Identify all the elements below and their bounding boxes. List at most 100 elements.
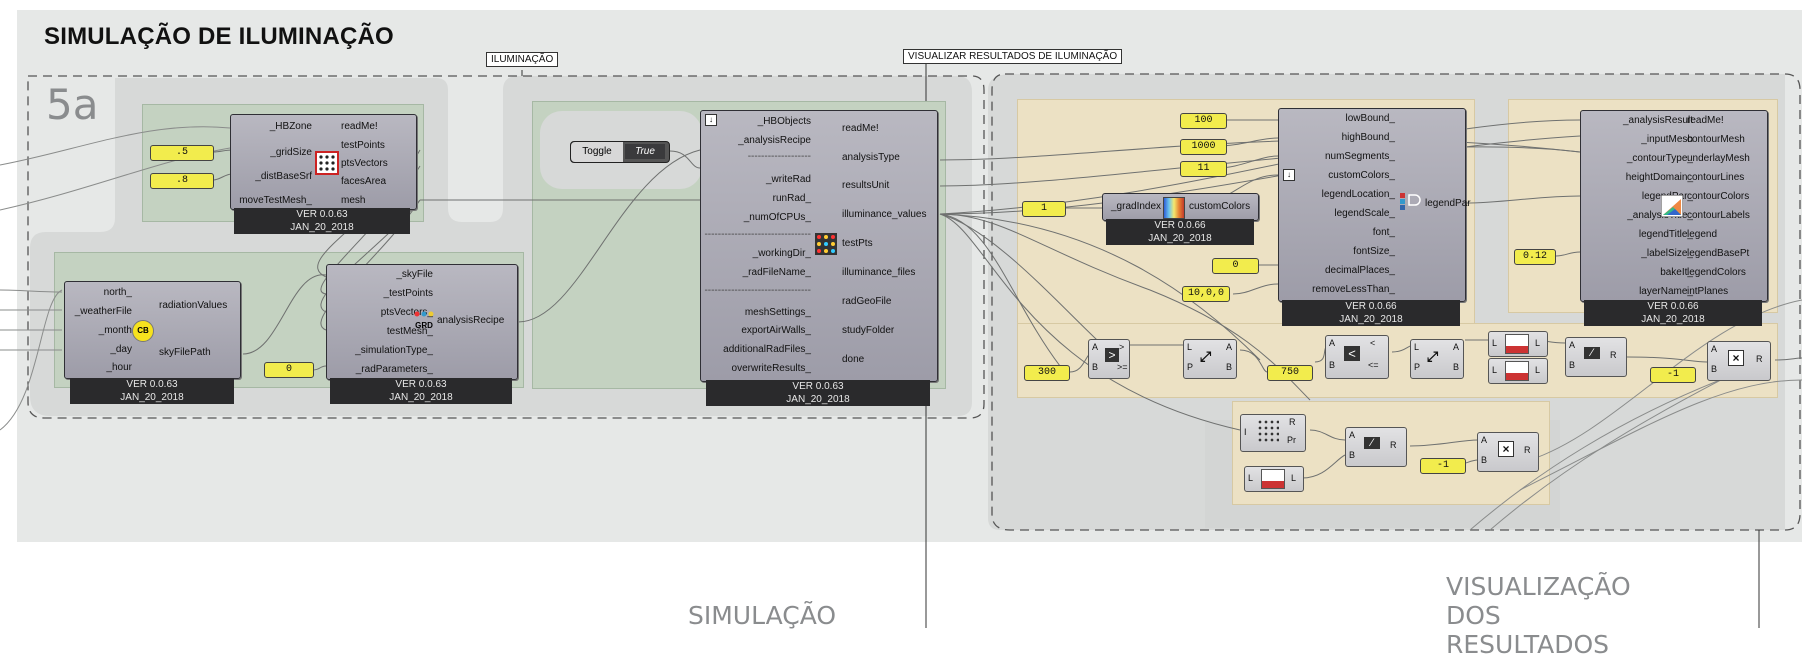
input-font: font_ [1372,227,1395,238]
component-list-length-3[interactable]: L L [1244,466,1304,492]
slider-grid-size[interactable]: .5 [150,145,214,161]
input-overwriteresults: overwriteResults_ [731,363,811,374]
port-b: B [1226,362,1233,372]
slider-decimal-places[interactable]: 0 [1212,258,1259,274]
recolor-mesh-icon [1660,194,1684,218]
slider-dist-base[interactable]: .8 [150,173,214,189]
input-month: _month [98,325,132,336]
component-legend-parameters[interactable]: ↓ lowBound_ highBound_ numSegments_ cust… [1278,108,1471,302]
output-ptsvectors: ptsVectors [341,158,388,169]
input-simulationtype: _simulationType_ [355,345,433,356]
port-b: B [1481,455,1488,465]
component-division-1[interactable]: A B ⁄ R [1565,337,1627,377]
port-gte: >= [1117,362,1128,372]
component-random[interactable]: I R Pr [1240,414,1306,452]
output-radiationvalues: radiationValues [159,300,228,311]
slider-low-bound[interactable]: 100 [1180,113,1227,129]
input-highbound: highBound_ [1341,132,1395,143]
output-resultsunit: resultsUnit [842,180,890,191]
port-a: A [1349,430,1356,440]
output-analysisrecipe: analysisRecipe [437,315,505,326]
output-contourlines: contourLines [1687,172,1745,183]
port-l: L [1248,473,1254,483]
version-text: VER 0.0.63 [395,379,447,390]
component-testpoints[interactable]: _HBZone _gridSize _distBaseSrf moveTestM… [230,114,417,210]
input-weatherfile: _weatherFile [74,306,132,317]
output-underlaymesh: underlayMesh [1687,153,1750,164]
toggle-run[interactable]: Toggle True [570,141,670,163]
component-run-analysis[interactable]: ↓ _HBObjects _analysisRecipe -----------… [700,110,938,382]
component-gradient[interactable]: _gradIndex customColors [1102,193,1259,221]
port-r: R [1610,350,1617,360]
component-dispatch-2[interactable]: L P ⤢ A B [1410,339,1464,379]
port-r: R [1390,440,1397,450]
toggle-value: True [625,144,665,159]
component-sky[interactable]: north_ _weatherFile _month _day _hour ra… [64,281,241,379]
port-a: A [1092,342,1099,352]
component-larger-than[interactable]: A B > > >= [1088,339,1130,379]
toggle-label: Toggle [571,142,623,162]
arrow-down-icon: ↓ [1283,169,1295,181]
output-contourlabels: contourLabels [1687,210,1750,221]
output-legendpar: legendPar [1425,198,1471,209]
port-b: B [1092,362,1099,372]
output-testpts: testPts [842,238,873,249]
component-list-length-1[interactable]: L L [1488,331,1548,357]
version-text: VER 0.0.63 [126,379,178,390]
slider-remove-less-than[interactable]: 10,0,0 [1182,286,1230,302]
port-a: A [1711,344,1718,354]
slider-high-bound[interactable]: 1000 [1180,139,1227,155]
gradient-icon [1163,197,1185,219]
input-legendtitle: legendTitle_ [1638,229,1693,240]
port-p: P [1187,362,1194,372]
component-smaller-than[interactable]: A B < < <= [1325,335,1389,379]
slider-sim-type[interactable]: 0 [264,362,314,378]
input-legendscale: legendScale_ [1334,208,1395,219]
component-multiplication-2[interactable]: A B × R [1477,432,1539,472]
component-recolor-mesh[interactable]: _analysisResult _inputMesh _contourType_… [1580,110,1768,302]
input-layername: layerName_ [1639,286,1693,297]
slider-negative-one-b[interactable]: -1 [1420,458,1466,474]
port-gt: > [1119,342,1125,352]
version-date: JAN_20_2018 [1641,314,1705,325]
slider-num-segments[interactable]: 11 [1180,161,1227,177]
tag-visualizar: VISUALIZAR RESULTADOS DE ILUMINAÇÃO [903,49,1123,64]
slider-threshold-low[interactable]: 300 [1024,365,1070,381]
component-recipe[interactable]: _skyFile _testPoints ptsVectors_ testMes… [326,264,518,380]
division-icon: ⁄ [1584,347,1600,359]
label-simulacao: SIMULAÇÃO [688,601,837,630]
input-hbobjects: _HBObjects [757,116,811,127]
component-division-2[interactable]: A B ⁄ R [1345,427,1407,467]
slider-threshold-high[interactable]: 750 [1267,365,1313,381]
input-labelsize: _labelSize_ [1641,248,1693,259]
port-l: L [1187,342,1193,352]
component-list-length-2[interactable]: L L [1488,358,1548,384]
output-readme: readMe! [842,123,879,134]
separator-2: -------------------------------- [704,229,811,240]
port-b: B [1329,360,1336,370]
output-studyfolder: studyFolder [842,325,895,336]
output-illuminance-files: illuminance_files [842,267,916,278]
slider-negative-one-a[interactable]: -1 [1650,367,1696,383]
input-exportairwalls: exportAirWalls_ [741,325,811,336]
output-done: done [842,354,865,365]
slider-grad-index[interactable]: 1 [1022,201,1066,217]
input-hbzone: _HBZone [269,121,312,132]
input-testmesh: testMesh_ [386,326,433,337]
legend-icon [1399,191,1421,215]
random-icon [1257,419,1279,443]
component-dispatch-1[interactable]: L P ⤢ A B [1183,339,1237,379]
port-r: R [1756,354,1763,364]
component-multiplication-1[interactable]: A B × R [1707,341,1771,381]
input-distbasesrf: _distBaseSrf [255,171,312,182]
output-skyfilepath: skyFilePath [159,347,211,358]
output-legendbasept: legendBasePt [1687,248,1750,259]
radiance-run-icon [815,233,837,255]
port-i: I [1244,427,1247,437]
slider-label-size[interactable]: 0.12 [1514,249,1556,265]
input-legendlocation: legendLocation_ [1321,189,1395,200]
climate-icon: CB [132,320,154,342]
